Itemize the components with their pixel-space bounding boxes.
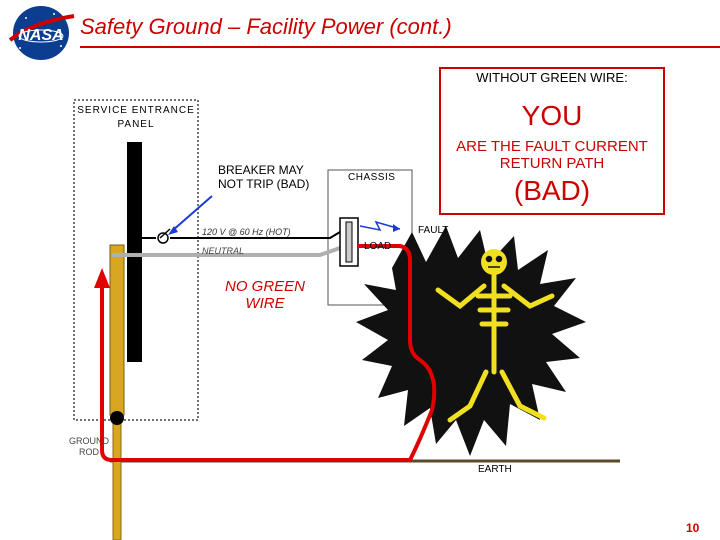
fault-spark-arrow <box>393 224 400 232</box>
fault-return-arrow <box>94 268 110 288</box>
hot-wire-label: 120 V @ 60 Hz (HOT) <box>202 227 291 237</box>
skeleton-face <box>485 255 503 268</box>
nasa-logo-swoosh <box>8 14 75 42</box>
page-title: Safety Ground – Facility Power (cont.) <box>80 14 452 39</box>
callout-heading: WITHOUT GREEN WIRE: <box>476 70 628 85</box>
callout-you: YOU <box>521 100 583 131</box>
breaker-label: BREAKER MAY NOT TRIP (BAD) <box>218 163 310 191</box>
callout-verdict: (BAD) <box>513 175 591 206</box>
fault-return-path <box>100 244 437 462</box>
nasa-logo-text: NASA <box>18 27 63 44</box>
fault-spark <box>359 220 401 232</box>
neutral-wire-label: NEUTRAL <box>202 246 245 256</box>
skeleton-left-arm <box>435 283 487 310</box>
skeleton-head <box>481 249 507 275</box>
skeleton-left-leg <box>447 369 489 423</box>
fault-label: FAULT <box>418 225 449 236</box>
page-number: 10 <box>686 521 700 535</box>
hot-wire <box>170 231 341 239</box>
chassis-label: CHASSIS <box>348 172 396 183</box>
ground-rod <box>112 414 122 540</box>
hot-bus-bar <box>127 142 142 362</box>
title-rule <box>80 46 720 48</box>
breaker-symbol <box>157 232 169 244</box>
load-resistor <box>345 221 353 263</box>
neutral-wire <box>112 246 341 257</box>
ground-bond-point <box>110 411 124 425</box>
skeleton-right-arm <box>501 283 555 309</box>
breaker-pointer-head <box>168 226 178 235</box>
breaker-pointer-arrow <box>171 195 213 232</box>
service-entrance-panel <box>73 99 199 421</box>
load-label: LOAD <box>364 241 392 252</box>
skeleton-figure <box>435 249 555 423</box>
ground-rod-label: GROUND ROD <box>69 436 109 457</box>
no-green-wire-label: NO GREEN WIRE <box>224 278 305 312</box>
neutral-bus-bar <box>109 244 125 416</box>
callout-description: ARE THE FAULT CURRENT RETURN PATH <box>456 138 648 172</box>
nasa-logo: NASA <box>8 6 75 60</box>
electric-shock-burst <box>356 226 586 456</box>
earth-label: EARTH <box>478 464 512 475</box>
service-panel-label: SERVICE ENTRANCE PANEL <box>77 105 195 130</box>
callout-box <box>439 67 665 215</box>
nasa-logo-orbit <box>18 29 64 43</box>
breaker-contact <box>159 228 171 239</box>
skeleton-right-leg <box>499 369 547 421</box>
